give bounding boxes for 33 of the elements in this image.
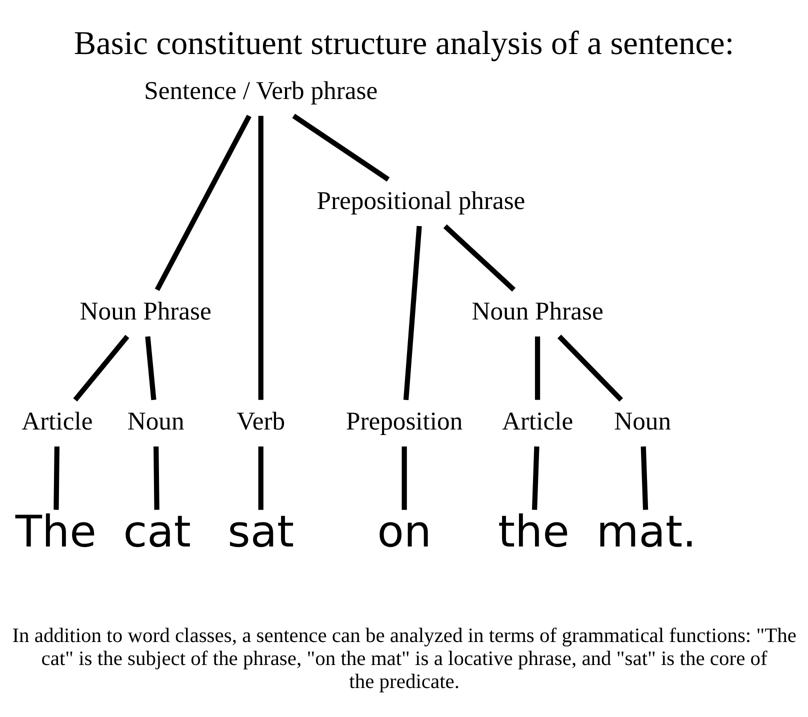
node-text: mat. (596, 506, 696, 557)
connector (258, 115, 264, 400)
node-text: sat (228, 506, 294, 557)
connector (557, 334, 624, 402)
node-text: Noun (127, 406, 184, 435)
connector (532, 446, 540, 510)
node-text: Article (502, 406, 574, 435)
connector (402, 446, 407, 510)
node-text: Sentence / Verb phrase (144, 75, 378, 104)
node-text: Noun Phrase (80, 296, 212, 325)
node-text: The (15, 506, 96, 557)
node-text: Verb (236, 406, 286, 435)
node-text: the (498, 506, 570, 557)
diagram-title: Basic constituent structure analysis of a sentence: (74, 24, 734, 62)
connector (640, 446, 648, 510)
node-text: cat (123, 506, 191, 557)
connector (73, 334, 130, 401)
connector (443, 224, 516, 292)
connector (145, 336, 156, 400)
connector (154, 446, 160, 510)
node-text: Prepositional phrase (316, 186, 526, 215)
node-text: Preposition (346, 406, 463, 435)
node-text: Noun Phrase (472, 296, 604, 325)
connector (54, 446, 60, 510)
node-text: on (377, 506, 432, 557)
connector (403, 225, 422, 400)
connector (534, 336, 540, 400)
node-text: Noun (614, 406, 672, 435)
connector (154, 114, 252, 290)
connector (258, 446, 264, 510)
caption: In addition to word classes, a sentence can be analyzed in terms of grammatical functions: "The cat" is the subject of the phrase, "on the mat" is a locative phrase, and "sat" is the core of the predicate. (12, 624, 796, 692)
connector (292, 113, 390, 182)
node-text: Article (22, 406, 93, 435)
